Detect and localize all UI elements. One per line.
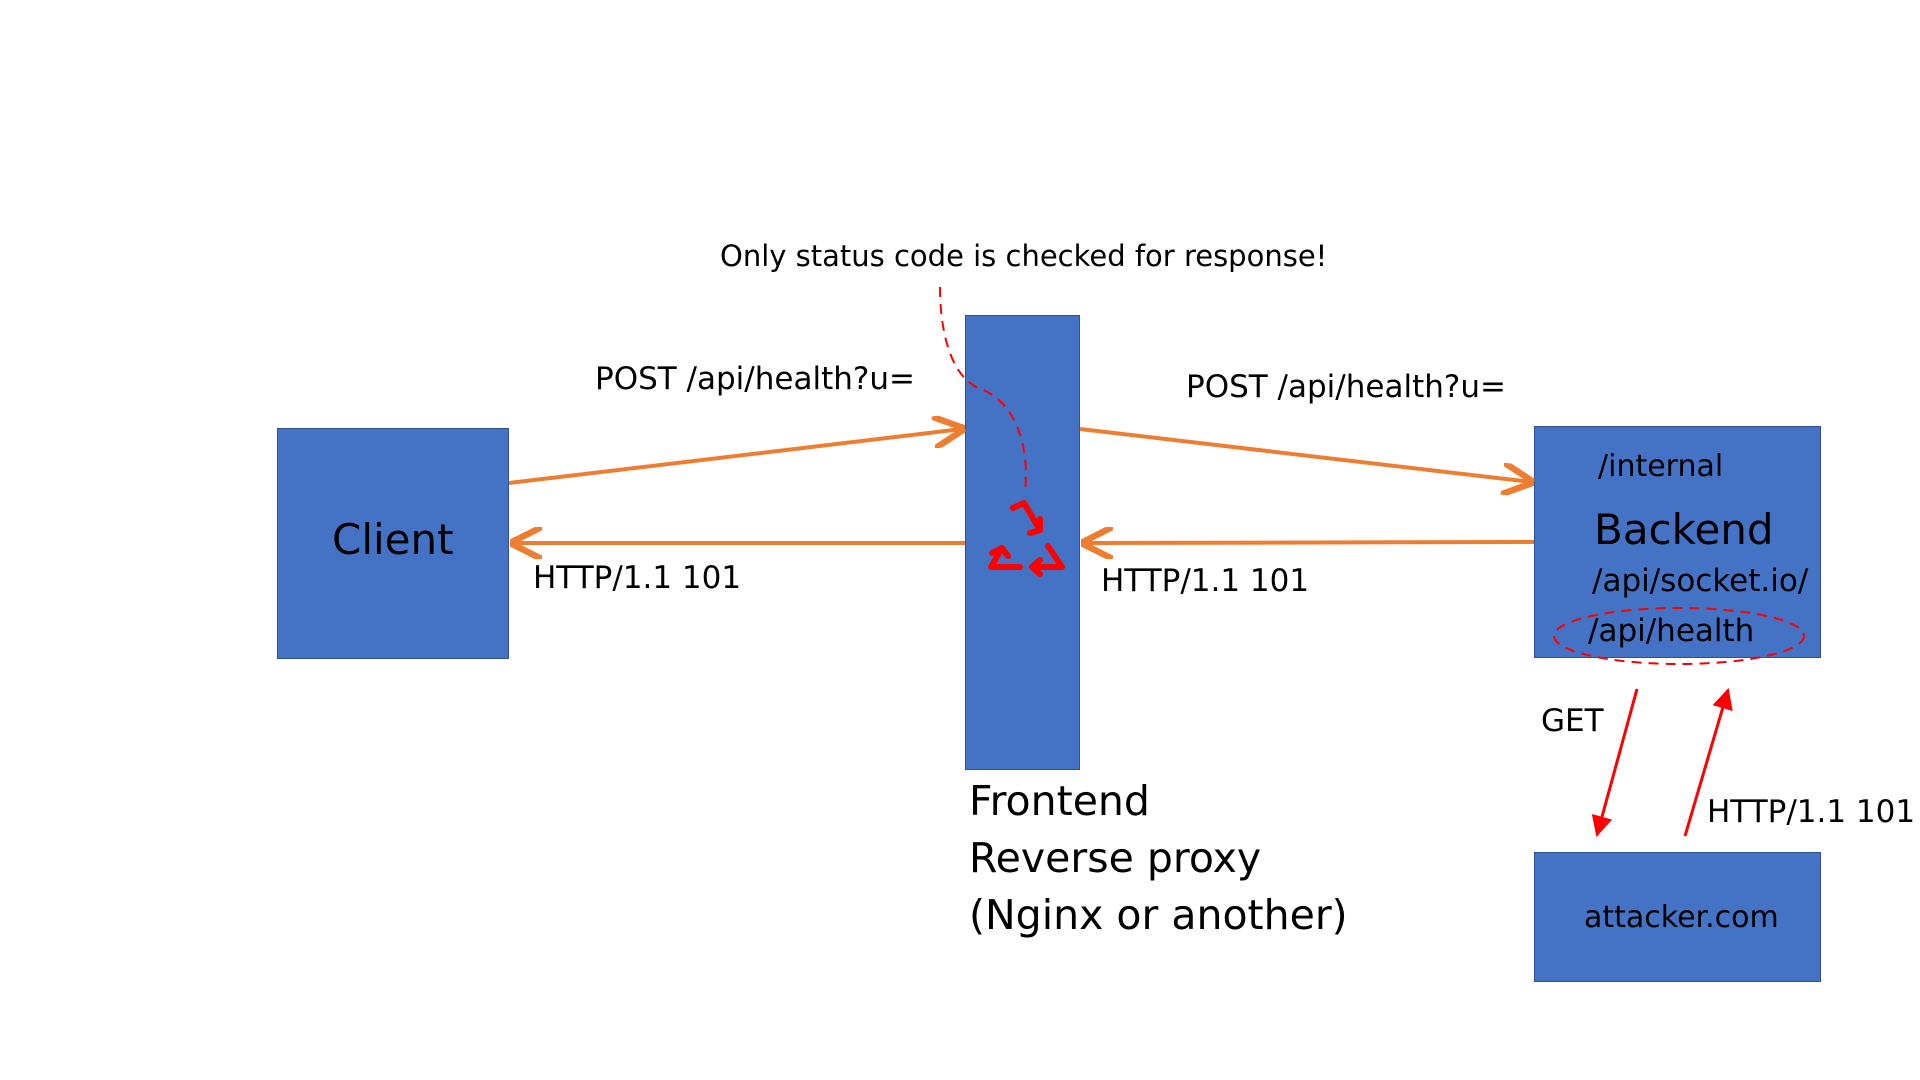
frontend-label-line3: (Nginx or another) — [969, 891, 1348, 939]
edge-label-client-to-proxy: POST /api/health?u= — [595, 361, 915, 397]
backend-socket-path: /api/socket.io/ — [1592, 563, 1809, 599]
annotation-dashed-line — [939, 286, 1027, 493]
backend-title: Backend — [1594, 505, 1774, 554]
arrow-backend-to-proxy — [1084, 542, 1535, 543]
annotation-note: Only status code is checked for response… — [720, 239, 1328, 273]
arrow-client-to-proxy — [508, 429, 962, 485]
edge-label-backend-to-proxy: HTTP/1.1 101 — [1101, 563, 1310, 599]
frontend-label-line1: Frontend — [969, 777, 1150, 825]
edge-label-get: GET — [1541, 703, 1604, 739]
arrow-attacker-to-backend — [1683, 687, 1733, 837]
recycle-icon — [988, 500, 1065, 577]
attacker-label: attacker.com — [1584, 900, 1779, 935]
edge-label-attacker-to-backend: HTTP/1.1 101 — [1707, 794, 1916, 830]
health-highlight-ellipse — [1553, 607, 1805, 665]
frontend-label-line2: Reverse proxy — [969, 834, 1262, 882]
edge-label-proxy-to-client: HTTP/1.1 101 — [533, 560, 742, 596]
backend-internal-path: /internal — [1598, 449, 1724, 484]
client-box — [277, 428, 509, 659]
backend-box — [1534, 426, 1821, 658]
backend-health-path: /api/health — [1588, 613, 1755, 649]
attacker-box — [1534, 852, 1821, 982]
client-label: Client — [332, 515, 454, 564]
arrow-backend-to-attacker — [1591, 688, 1639, 838]
edge-label-proxy-to-backend: POST /api/health?u= — [1186, 369, 1506, 405]
arrow-proxy-to-backend — [1079, 427, 1531, 482]
